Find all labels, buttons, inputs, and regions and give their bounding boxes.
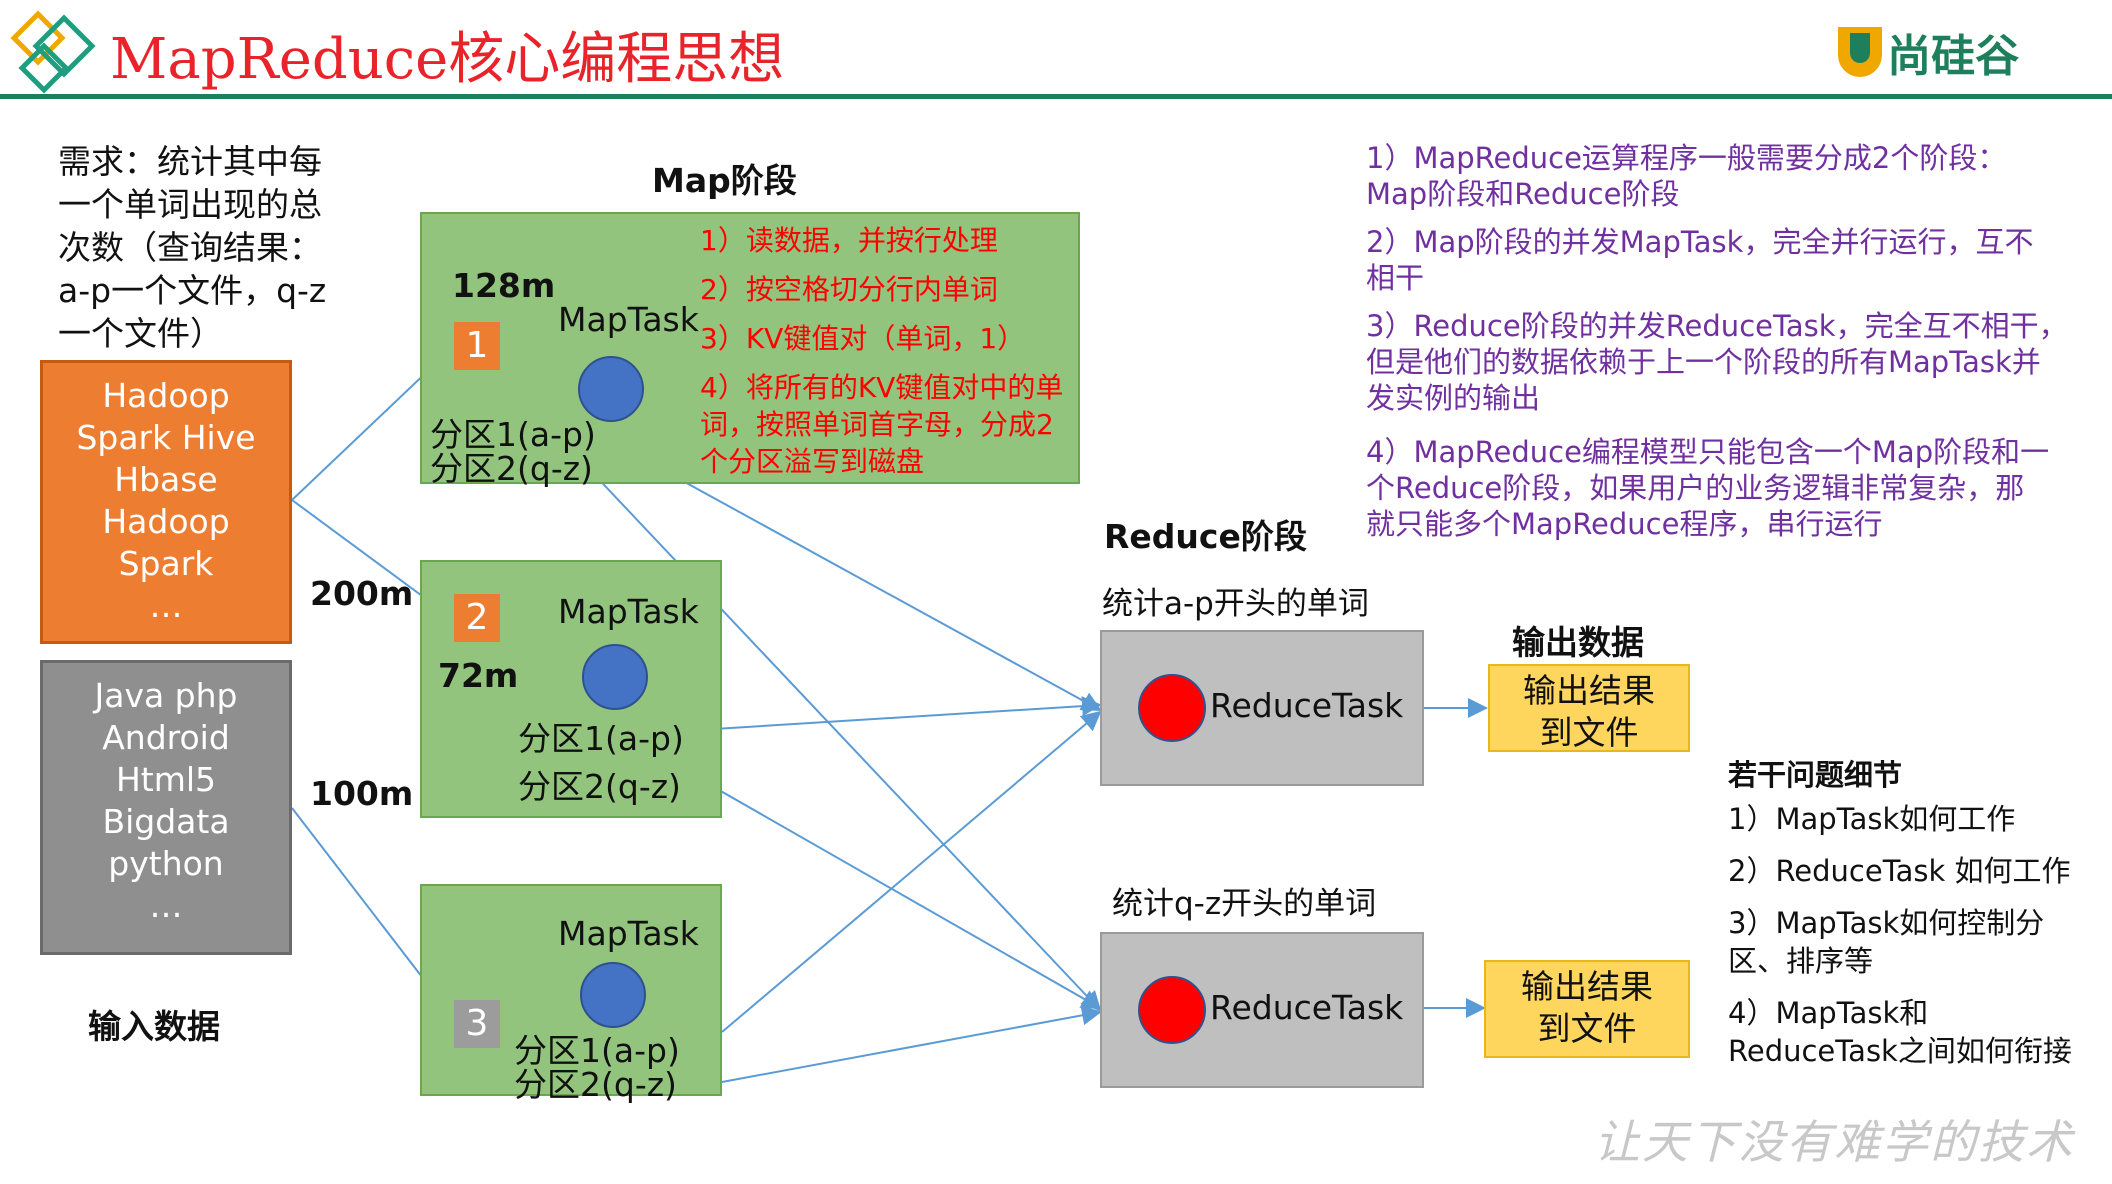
partition-1-label: 分区1(a-p) <box>518 719 684 758</box>
u-logo-icon <box>1838 27 1882 77</box>
issue-item: 区、排序等 <box>1728 944 1874 978</box>
split-128m-label: 128m <box>452 266 556 305</box>
note-line: 相干 <box>1366 261 1425 295</box>
input-file-2: Java php Android Html5 Bigdata python … <box>40 660 292 955</box>
requirement-line: 一个文件） <box>58 314 223 353</box>
input-data-label: 输入数据 <box>88 1007 220 1046</box>
note-line: 就只能多个MapReduce程序，串行运行 <box>1366 507 1883 541</box>
map-task-circle-1 <box>578 356 644 422</box>
reduce-stage-title: Reduce阶段 <box>1104 517 1307 556</box>
title-divider <box>0 94 2112 99</box>
output-line: 输出结果 <box>1521 967 1653 1006</box>
output-line: 输出结果 <box>1523 671 1655 710</box>
issue-item: 2）ReduceTask 如何工作 <box>1728 854 2071 888</box>
map-task-label-3: MapTask <box>558 914 699 953</box>
split-1-badge: 1 <box>454 322 500 370</box>
note-line: 1）MapReduce运算程序一般需要分成2个阶段： <box>1366 141 2007 175</box>
file-line: python <box>108 844 224 883</box>
note-4: 4）MapReduce编程模型只能包含一个Map阶段和一 个Reduce阶段，如… <box>1366 434 2068 542</box>
output-file-box-1: 输出结果 到文件 <box>1488 664 1690 752</box>
note-line: 发实例的输出 <box>1366 381 1541 415</box>
output-line: 到文件 <box>1539 713 1639 752</box>
map-step: 2）按空格切分行内单词 <box>700 273 998 306</box>
issue-item: 1）MapTask如何工作 <box>1728 802 2016 836</box>
arrow-map2-p1-to-reduce1 <box>697 696 1102 731</box>
reduce-label-qz: 统计q-z开头的单词 <box>1112 886 1377 922</box>
requirement-line: 一个单词出现的总 <box>58 185 322 224</box>
reduce-task-circle-1 <box>1138 674 1206 742</box>
issue-item: 3）MapTask如何控制分 <box>1728 906 2045 940</box>
issue-item: ReduceTask之间如何衔接 <box>1728 1034 2072 1068</box>
file-line: Hadoop <box>102 376 230 415</box>
map-task-circle-3 <box>580 962 646 1028</box>
note-line: 但是他们的数据依赖于上一个阶段的所有MapTask并 <box>1366 345 2041 379</box>
file-line: Spark <box>118 544 214 583</box>
reduce-task-label-2: ReduceTask <box>1210 988 1404 1027</box>
map-task-label-1: MapTask <box>558 300 699 339</box>
reduce-task-circle-2 <box>1138 976 1206 1044</box>
diamond-logo-icon <box>10 10 96 94</box>
partition-2-label: 分区2(q-z) <box>518 767 681 806</box>
file-line: Hbase <box>114 460 218 499</box>
partition-2-label: 分区2(q-z) <box>514 1065 677 1104</box>
arrow-map2-p2-to-reduce2 <box>697 777 1102 1009</box>
partition-1-label: 分区1(a-p) <box>430 415 596 454</box>
partition-2-label: 分区2(q-z) <box>430 449 593 488</box>
requirement-line: 需求：统计其中每 <box>58 142 322 181</box>
reduce-label-ap: 统计a-p开头的单词 <box>1102 586 1369 622</box>
brand-name: 尚硅谷 <box>1887 31 2020 82</box>
file-line: Hadoop <box>102 502 230 541</box>
output-file-box-2: 输出结果 到文件 <box>1484 960 1690 1058</box>
partition-1-label: 分区1(a-p) <box>514 1031 680 1070</box>
map-steps: 1）读数据，并按行处理 2）按空格切分行内单词 3）KV键值对（单词，1） 4）… <box>700 222 1063 480</box>
requirement-line: a-p一个文件，q-z <box>58 271 327 310</box>
reduce-task-label-1: ReduceTask <box>1210 686 1404 725</box>
split-3-badge: 3 <box>454 1000 500 1048</box>
map-task-box-1 <box>420 212 1080 484</box>
map-step: 个分区溢写到磁盘 <box>700 445 925 478</box>
map-step: 词，按照单词首字母，分成2 <box>700 408 1054 441</box>
page-title: MapReduce核心编程思想 <box>110 27 785 92</box>
file-line: Bigdata <box>102 802 230 841</box>
output-line: 到文件 <box>1537 1009 1637 1048</box>
map-stage-title: Map阶段 <box>652 161 797 200</box>
file-line: Java php <box>94 676 238 715</box>
issues-title: 若干问题细节 <box>1728 758 1903 792</box>
note-3: 3）Reduce阶段的并发ReduceTask，完全互不相干， 但是他们的数据依… <box>1366 308 2068 416</box>
slogan-watermark: 让天下没有难学的技术 <box>1594 1115 2074 1169</box>
principles-notes: 1）MapReduce运算程序一般需要分成2个阶段： Map阶段和Reduce阶… <box>1366 140 2068 542</box>
note-2: 2）Map阶段的并发MapTask，完全并行运行，互不 相干 <box>1366 224 2068 296</box>
requirement-text: 需求：统计其中每 一个单词出现的总 次数（查询结果： a-p一个文件，q-z 一… <box>58 140 326 355</box>
note-line: 2）Map阶段的并发MapTask，完全并行运行，互不 <box>1366 225 2034 259</box>
map-task-label-2: MapTask <box>558 592 699 631</box>
file-line: … <box>149 586 183 625</box>
arrow-map3-p1-to-reduce1 <box>721 710 1102 1033</box>
requirement-line: 次数（查询结果： <box>58 228 322 267</box>
size-100m-label: 100m <box>310 774 414 813</box>
note-line: 4）MapReduce编程模型只能包含一个Map阶段和一 <box>1366 435 2050 469</box>
map-step: 1）读数据，并按行处理 <box>700 224 998 257</box>
arrow-map3-p2-to-reduce2 <box>721 1005 1102 1083</box>
note-line: Map阶段和Reduce阶段 <box>1366 177 1680 211</box>
size-200m-label: 200m <box>310 574 414 613</box>
map-step: 3）KV键值对（单词，1） <box>700 322 1026 355</box>
split-72m-label: 72m <box>438 656 519 695</box>
input-file-1: Hadoop Spark Hive Hbase Hadoop Spark … <box>40 360 292 644</box>
file-line: Spark Hive <box>76 418 256 457</box>
map-task-box-3 <box>420 884 722 1096</box>
output-data-title: 输出数据 <box>1512 623 1644 662</box>
issue-item: 4）MapTask和 <box>1728 996 1929 1030</box>
note-line: 3）Reduce阶段的并发ReduceTask，完全互不相干， <box>1366 309 2068 343</box>
note-line: 个Reduce阶段，如果用户的业务逻辑非常复杂，那 <box>1366 471 2025 505</box>
split-2-badge: 2 <box>454 594 500 642</box>
issues-list: 若干问题细节 1）MapTask如何工作 2）ReduceTask 如何工作 3… <box>1728 756 2072 1070</box>
file-line: Html5 <box>115 760 217 799</box>
note-1: 1）MapReduce运算程序一般需要分成2个阶段： Map阶段和Reduce阶… <box>1366 140 2068 212</box>
file-line: … <box>149 886 183 925</box>
brand-logo: 尚硅谷 <box>1838 20 2019 84</box>
file-line: Android <box>102 718 230 757</box>
map-step: 4）将所有的KV键值对中的单 <box>700 371 1064 404</box>
map-task-circle-2 <box>582 644 648 710</box>
